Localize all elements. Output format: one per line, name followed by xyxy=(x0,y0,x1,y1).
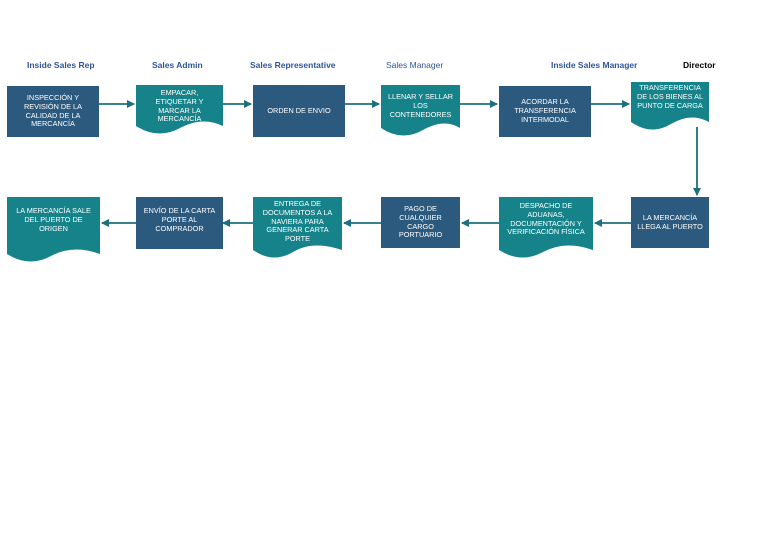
step-llega: LA MERCANCÍA LLEGA AL PUERTO xyxy=(631,197,709,248)
doc-wave-entrega xyxy=(253,240,342,258)
doc-wave-llenar xyxy=(381,118,460,136)
doc-wave-empacar xyxy=(136,118,223,134)
step-empacar: EMPACAR, ETIQUETAR Y MARCAR LA MERCANCÍA xyxy=(136,85,223,123)
role-director: Director xyxy=(683,60,716,70)
step-sale: LA MERCANCÍA SALE DEL PUERTO DE ORIGEN xyxy=(7,197,100,245)
step-llenar: LLENAR Y SELLAR LOS CONTENEDORES xyxy=(381,85,460,119)
step-pago: PAGO DE CUALQUIER CARGO PORTUARIO xyxy=(381,197,460,248)
step-envio: ENVÍO DE LA CARTA PORTE AL COMPRADOR xyxy=(136,197,223,249)
doc-wave-sale xyxy=(7,244,100,262)
role-sales-manager: Sales Manager xyxy=(386,60,444,70)
step-despacho: DESPACHO DE ADUANAS, DOCUMENTACIÓN Y VER… xyxy=(499,197,593,241)
role-sales-admin: Sales Admin xyxy=(152,60,203,70)
role-sales-representative: Sales Representative xyxy=(250,60,336,70)
step-orden: ORDEN DE ENVIO xyxy=(253,85,345,137)
role-inside-sales-manager: Inside Sales Manager xyxy=(551,60,638,70)
step-acordar: ACORDAR LA TRANSFERENCIA INTERMODAL xyxy=(499,86,591,137)
role-inside-sales-rep: Inside Sales Rep xyxy=(27,60,95,70)
step-transferencia: TRANSFERENCIA DE LOS BIENES AL PUNTO DE … xyxy=(631,82,709,113)
doc-wave-transferencia xyxy=(631,112,709,130)
doc-wave-despacho xyxy=(499,240,593,258)
step-inspeccion: INSPECCIÓN Y REVISIÓN DE LA CALIDAD DE L… xyxy=(7,86,99,137)
step-entrega: ENTREGA DE DOCUMENTOS A LA NAVIERA PARA … xyxy=(253,197,342,243)
